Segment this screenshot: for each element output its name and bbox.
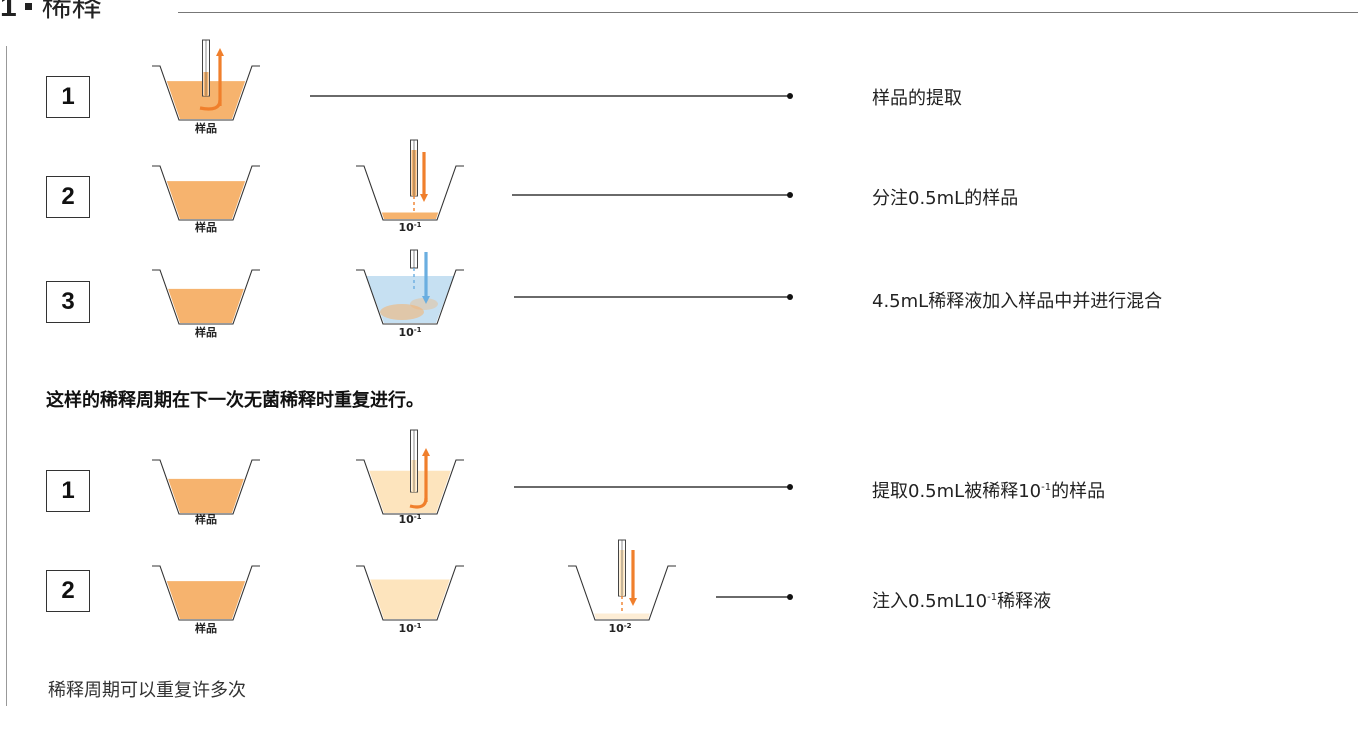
beaker-outline xyxy=(152,269,260,325)
connector-dot xyxy=(787,484,793,490)
desc-exponent: -1 xyxy=(1041,482,1052,493)
liquid xyxy=(381,212,439,219)
liquid xyxy=(168,478,244,513)
connector-line xyxy=(512,192,793,198)
connector-dot xyxy=(787,93,793,99)
beaker-label: 10-1 xyxy=(398,513,421,526)
label-exponent: -1 xyxy=(414,221,422,229)
label-exponent: -1 xyxy=(414,622,422,630)
connector-dot xyxy=(787,594,793,600)
beaker-outline xyxy=(356,269,464,325)
footer-note: 稀释周期可以重复许多次 xyxy=(48,680,246,701)
beaker xyxy=(152,65,260,121)
section-title: 1 稀释 xyxy=(0,0,102,24)
desc-text: 的样品 xyxy=(1051,481,1106,502)
mixing-cloud xyxy=(410,298,438,310)
mixing-cloud xyxy=(380,304,424,320)
step-box-1: 1 xyxy=(46,76,90,118)
pipette xyxy=(410,139,418,197)
liquid xyxy=(166,181,246,219)
step-box-4: 1 xyxy=(46,470,90,512)
beaker xyxy=(152,165,260,221)
beaker xyxy=(356,165,464,221)
pipette xyxy=(202,39,210,97)
connector-line xyxy=(716,594,793,600)
beaker-outline xyxy=(356,165,464,221)
pipette xyxy=(410,429,418,493)
beaker xyxy=(356,565,464,621)
liquid xyxy=(168,288,244,323)
desc-text: 稀释液 xyxy=(997,591,1052,612)
beaker-outline xyxy=(356,565,464,621)
beaker-label: 10-1 xyxy=(398,326,421,339)
pipette xyxy=(410,249,418,269)
beaker xyxy=(568,565,676,621)
step-box-5: 2 xyxy=(46,570,90,612)
step-2-description: 分注0.5mL的样品 xyxy=(872,188,1019,209)
flow-arrow-curve xyxy=(409,497,428,509)
beaker xyxy=(152,565,260,621)
desc-text: 注入0.5mL10 xyxy=(872,591,988,612)
connector-line xyxy=(310,93,793,99)
connector-dot xyxy=(787,294,793,300)
step-5-description: 注入0.5mL10-1稀释液 xyxy=(872,587,1051,613)
liquid xyxy=(370,579,450,619)
desc-text: 提取0.5mL被稀释10 xyxy=(872,481,1042,502)
left-margin-line xyxy=(6,46,7,706)
connector-line xyxy=(514,484,793,490)
section-heading: 稀释 xyxy=(41,0,102,24)
beaker-label: 样品 xyxy=(195,512,217,526)
beaker-label: 样品 xyxy=(195,325,217,339)
beaker xyxy=(356,269,464,325)
beaker xyxy=(152,269,260,325)
title-bullet xyxy=(24,2,32,10)
beaker-label: 10-2 xyxy=(608,622,631,635)
beaker-label: 样品 xyxy=(195,220,217,234)
connector-dot xyxy=(787,192,793,198)
label-exponent: -1 xyxy=(414,513,422,521)
beaker-label: 样品 xyxy=(195,121,217,135)
beaker-label: 样品 xyxy=(195,621,217,635)
beaker-outline xyxy=(568,565,676,621)
step-box-3: 3 xyxy=(46,281,90,323)
step-1-description: 样品的提取 xyxy=(872,88,962,109)
beaker-outline xyxy=(152,165,260,221)
beaker-outline xyxy=(152,65,260,121)
step-box-2: 2 xyxy=(46,176,90,218)
liquid xyxy=(166,81,246,119)
pipette xyxy=(618,539,626,597)
beaker-label: 10-1 xyxy=(398,221,421,234)
beaker xyxy=(152,459,260,515)
liquid xyxy=(166,581,246,619)
beaker-outline xyxy=(152,565,260,621)
step-4-description: 提取0.5mL被稀释10-1的样品 xyxy=(872,477,1105,503)
connector-line xyxy=(514,294,793,300)
label-exponent: -1 xyxy=(414,326,422,334)
desc-exponent: -1 xyxy=(987,592,998,603)
label-exponent: -2 xyxy=(624,622,632,630)
beaker-outline xyxy=(356,459,464,515)
section-number: 1 xyxy=(0,0,17,23)
step-3-description: 4.5mL稀释液加入样品中并进行混合 xyxy=(872,291,1163,312)
flow-arrow-curve xyxy=(199,99,222,111)
beaker-label: 10-1 xyxy=(398,622,421,635)
title-rule xyxy=(178,12,1358,13)
liquid xyxy=(594,613,650,619)
beaker-outline xyxy=(152,459,260,515)
repeat-note: 这样的稀释周期在下一次无菌稀释时重复进行。 xyxy=(46,390,424,411)
